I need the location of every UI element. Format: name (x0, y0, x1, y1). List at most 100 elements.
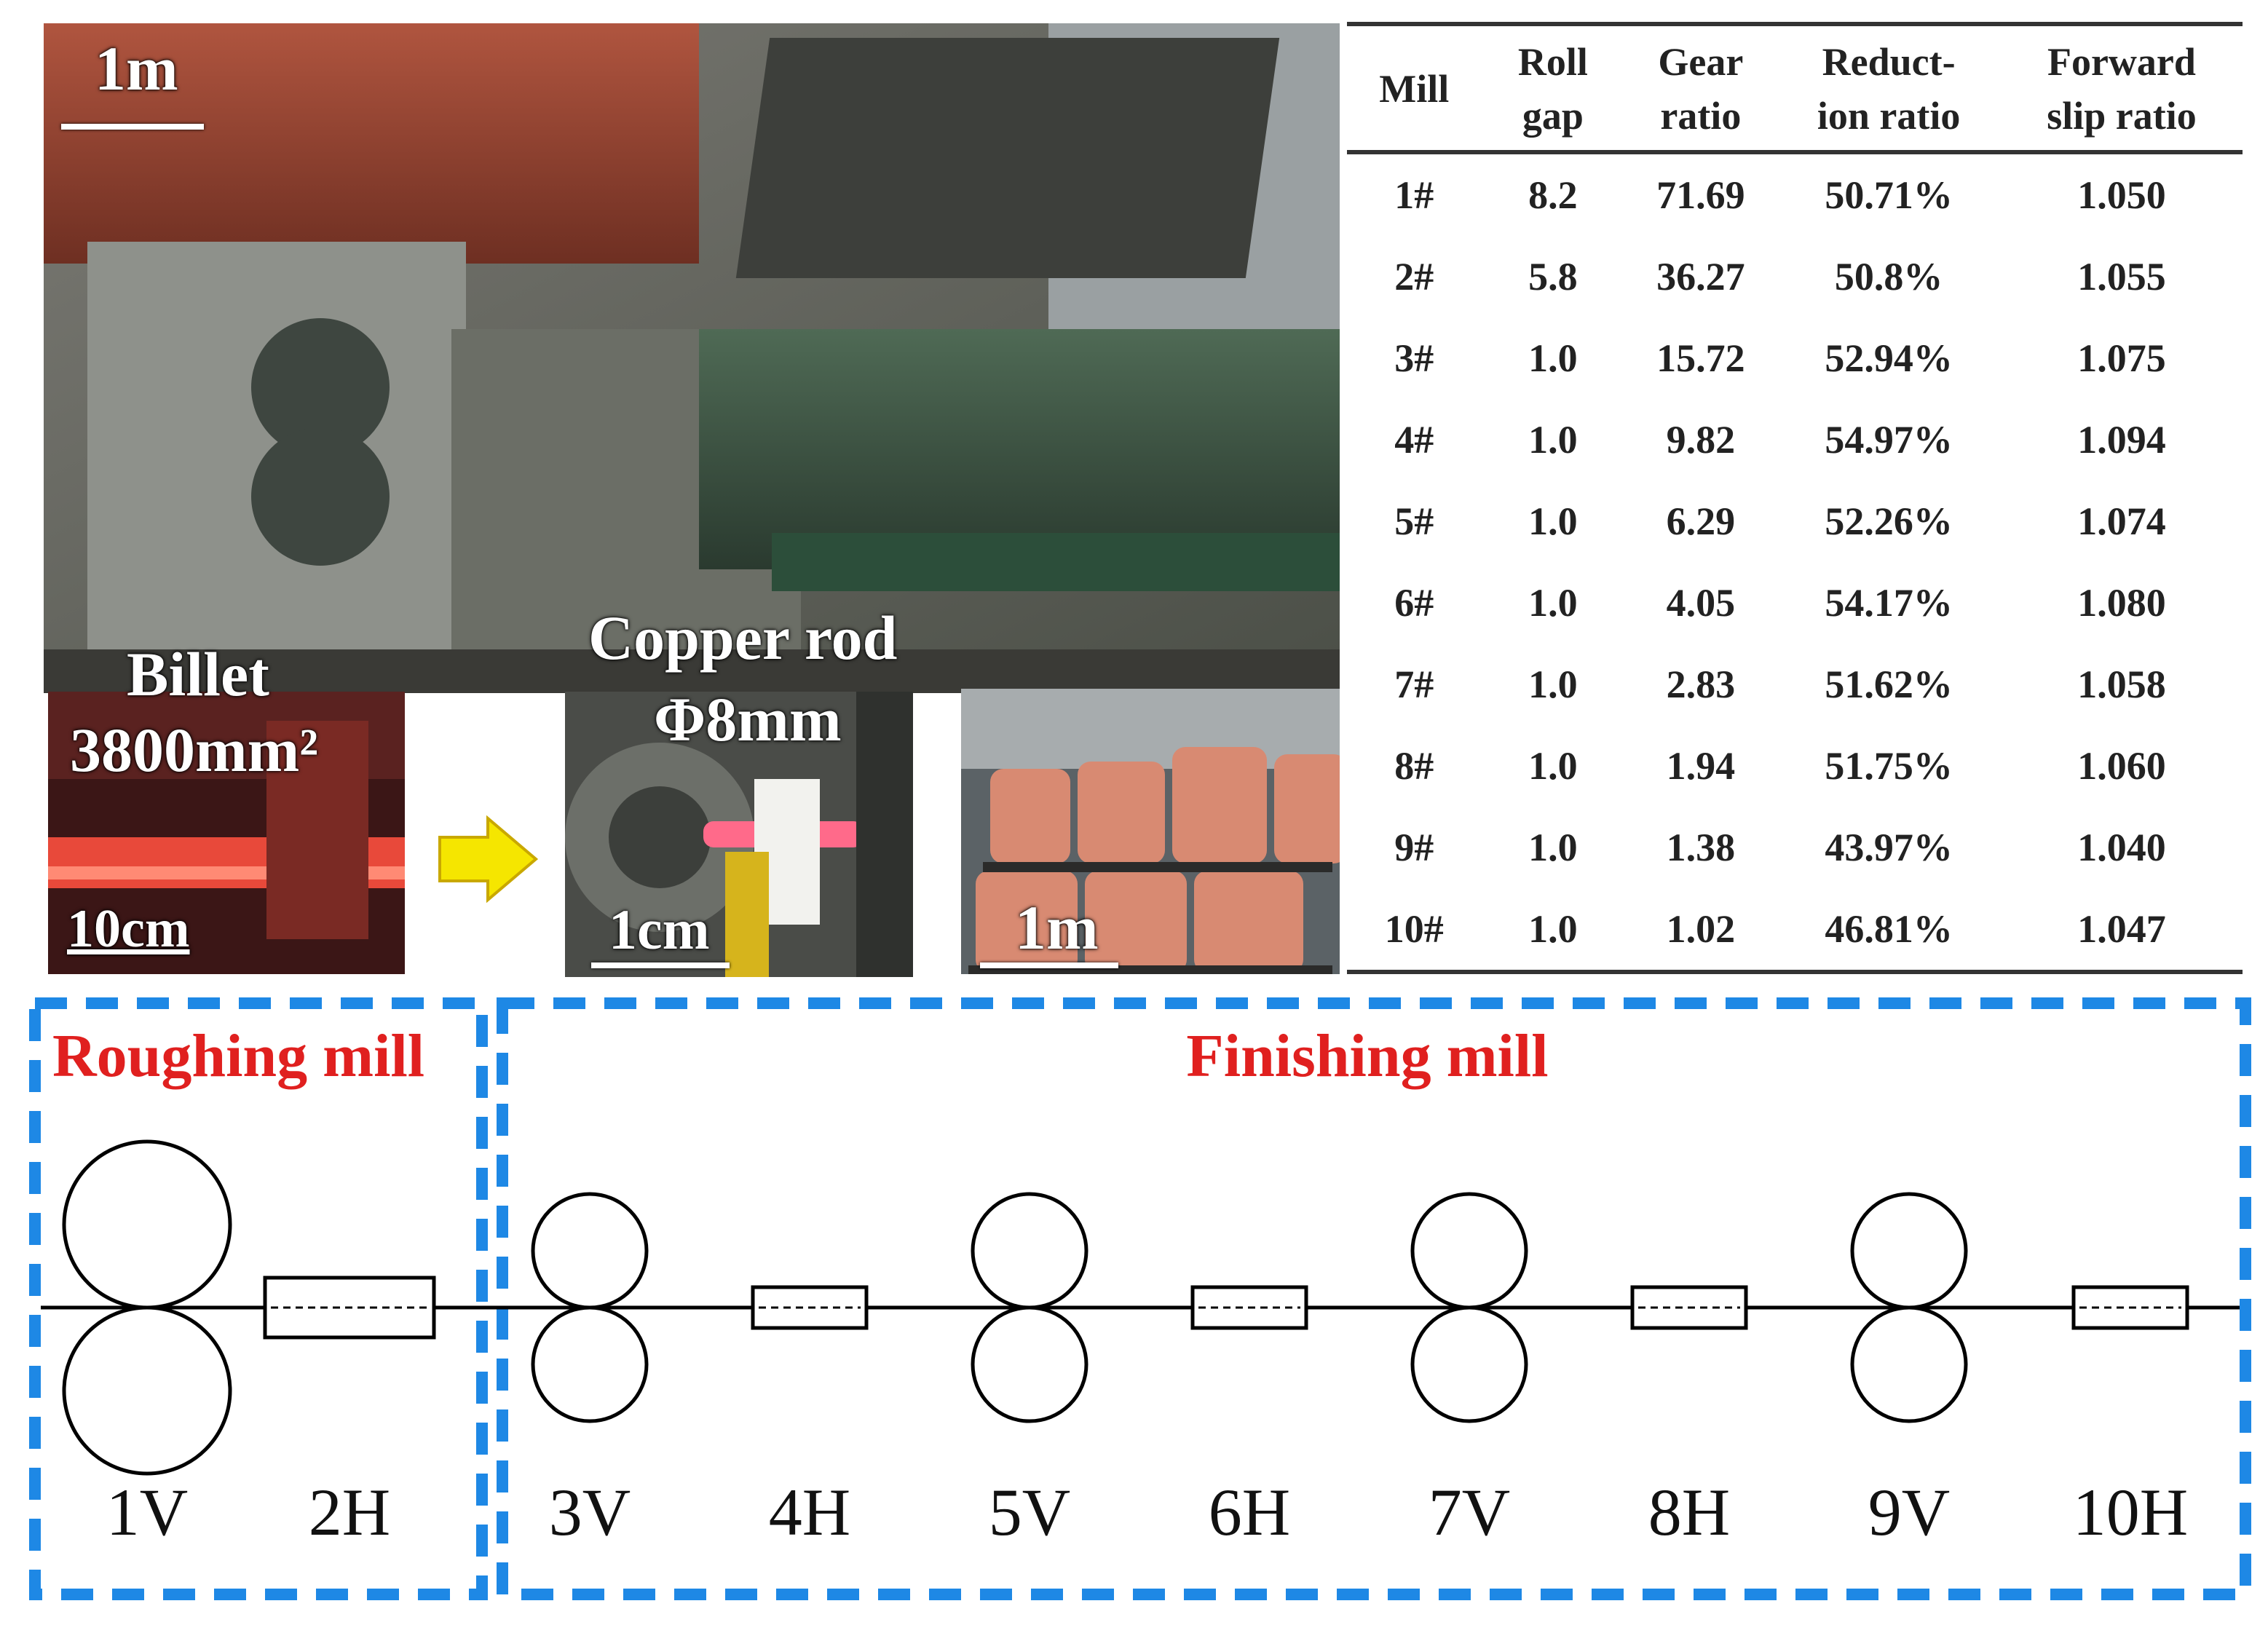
roll-circle (62, 1139, 232, 1310)
mill-stands: 1V 2H 3V 4H 5V 6H 7V 8H 9V 10H (62, 1139, 2189, 1549)
cell-forward-slip-ratio: 1.050 (2077, 173, 2166, 217)
cell-reduction-ratio: 51.75% (1825, 744, 1953, 788)
scale-bar-coils (980, 962, 1118, 968)
cell-roll-gap: 1.0 (1528, 499, 1578, 543)
process-arrow-icon (438, 815, 539, 903)
roll-circle (531, 1305, 649, 1423)
mill-parameter-table: Mill Roll gap Gear ratio Reduct- ion rat… (1347, 22, 2243, 974)
header-gear-ratio: Gear ratio (1624, 22, 1777, 154)
cell-gear-ratio: 1.38 (1666, 826, 1736, 869)
cell-forward-slip-ratio: 1.074 (2077, 499, 2166, 543)
billet-title: Billet (127, 639, 269, 709)
photo-billet (48, 692, 405, 974)
cell-reduction-ratio: 51.62% (1825, 663, 1953, 706)
cell-mill: 1# (1394, 173, 1434, 217)
cell-forward-slip-ratio: 1.094 (2077, 418, 2166, 462)
header-roll-gap: Roll gap (1481, 22, 1625, 154)
cell-mill: 5# (1394, 499, 1434, 543)
cell-forward-slip-ratio: 1.080 (2077, 581, 2166, 625)
scale-bar-rod (591, 962, 730, 968)
cell-roll-gap: 1.0 (1528, 581, 1578, 625)
cell-reduction-ratio: 46.81% (1777, 888, 2001, 974)
scale-label-coils: 1m (1015, 893, 1099, 962)
cell-mill: 3# (1394, 336, 1434, 380)
stand-1v: 1V (62, 1139, 232, 1549)
cell-mill: 8# (1394, 744, 1434, 788)
stand-5v: 5V (971, 1192, 1088, 1549)
cell-mill: 7# (1394, 663, 1434, 706)
cell-mill: 10# (1347, 888, 1482, 974)
cell-forward-slip-ratio: 1.058 (2077, 663, 2166, 706)
cell-forward-slip-ratio: 1.075 (2077, 336, 2166, 380)
roll-circle (62, 1305, 232, 1476)
roll-circle (1850, 1305, 1968, 1423)
scale-label-rod: 1cm (609, 898, 710, 961)
stand-label: 6H (1209, 1475, 1290, 1549)
cell-gear-ratio: 71.69 (1656, 173, 1745, 217)
stand-label: 7V (1429, 1475, 1510, 1549)
roll-circle (531, 1192, 649, 1310)
rod-size: Φ8mm (654, 684, 842, 754)
roughing-mill-box (29, 997, 488, 1600)
cell-reduction-ratio: 50.71% (1825, 173, 1953, 217)
stand-4h: 4H (751, 1285, 869, 1549)
finishing-mill-box (497, 997, 2251, 1600)
cell-reduction-ratio: 43.97% (1825, 826, 1953, 869)
roll-circle (1410, 1305, 1528, 1423)
cell-gear-ratio: 36.27 (1656, 255, 1745, 298)
table-row: 5# 1.0 6.29 52.26% 1.074 (1347, 481, 2243, 562)
stand-9v: 9V (1850, 1192, 1968, 1549)
rod-title: Copper rod (588, 603, 898, 673)
cell-mill: 2# (1394, 255, 1434, 298)
stand-label: 2H (309, 1475, 390, 1549)
cell-roll-gap: 1.0 (1481, 888, 1625, 974)
scale-label-mill: 1m (95, 33, 178, 103)
cell-mill: 9# (1394, 826, 1434, 869)
cell-gear-ratio: 2.83 (1666, 663, 1736, 706)
cell-gear-ratio: 6.29 (1666, 499, 1736, 543)
table-row: 10# 1.0 1.02 46.81% 1.047 (1347, 888, 2243, 974)
header-forward-slip-ratio: Forward slip ratio (2000, 22, 2243, 154)
finishing-mill-title: Finishing mill (1186, 1022, 1548, 1090)
table-row: 1# 8.2 71.69 50.71% 1.050 (1347, 152, 2243, 236)
stand-10h: 10H (2071, 1285, 2189, 1549)
roll-circle (971, 1305, 1088, 1423)
stand-6h: 6H (1190, 1285, 1308, 1549)
cell-roll-gap: 8.2 (1528, 173, 1578, 217)
cell-roll-gap: 1.0 (1528, 336, 1578, 380)
header-reduction-ratio: Reduct- ion ratio (1777, 22, 2001, 154)
photo-copper-coils: 1m (961, 689, 1340, 974)
roll-circle (971, 1192, 1088, 1310)
table-row: 9# 1.0 1.38 43.97% 1.040 (1347, 807, 2243, 888)
stand-label: 5V (989, 1475, 1070, 1549)
cell-forward-slip-ratio: 1.040 (2077, 826, 2166, 869)
cell-reduction-ratio: 54.17% (1825, 581, 1953, 625)
cell-mill: 6# (1394, 581, 1434, 625)
cell-roll-gap: 5.8 (1528, 255, 1578, 298)
table-row: 8# 1.0 1.94 51.75% 1.060 (1347, 725, 2243, 807)
table-row: 4# 1.0 9.82 54.97% 1.094 (1347, 399, 2243, 481)
cell-reduction-ratio: 52.26% (1825, 499, 1953, 543)
roughing-mill-title: Roughing mill (52, 1022, 424, 1090)
cell-mill: 4# (1394, 418, 1434, 462)
photo-copper-rod (565, 692, 913, 977)
scale-bar-mill (61, 124, 204, 130)
cell-gear-ratio: 4.05 (1666, 581, 1736, 625)
stand-3v: 3V (531, 1192, 649, 1549)
cell-forward-slip-ratio: 1.060 (2077, 744, 2166, 788)
scale-label-billet: 10cm (67, 899, 190, 959)
rolling-line-schematic: Roughing mill Finishing mill 1V 2H 3V 4H 5V 6… (29, 997, 2251, 1600)
stand-label: 8H (1648, 1475, 1730, 1549)
roll-circle (1410, 1192, 1528, 1310)
stand-label: 9V (1868, 1475, 1950, 1549)
stand-2h: 2H (263, 1276, 436, 1549)
header-mill: Mill (1347, 22, 1482, 154)
table-row: 2# 5.8 36.27 50.8% 1.055 (1347, 236, 2243, 317)
cell-roll-gap: 1.0 (1528, 826, 1578, 869)
cell-roll-gap: 1.0 (1528, 418, 1578, 462)
cell-gear-ratio: 1.94 (1666, 744, 1736, 788)
stand-7v: 7V (1410, 1192, 1528, 1549)
cell-reduction-ratio: 52.94% (1825, 336, 1953, 380)
roll-circle (1850, 1192, 1968, 1310)
cell-roll-gap: 1.0 (1528, 663, 1578, 706)
